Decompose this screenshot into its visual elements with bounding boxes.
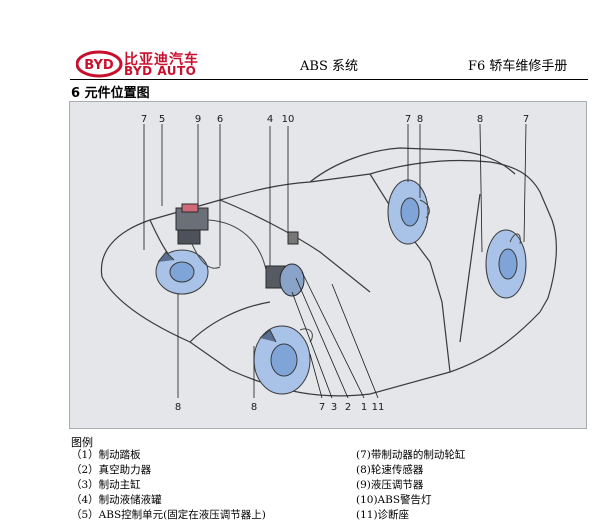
logo-text: BYD (84, 58, 114, 73)
legend-item: （2）真空助力器 (71, 464, 152, 476)
header-section-title: ABS 系统 (300, 59, 358, 74)
brand-name-cn: 比亚迪汽车 (124, 52, 199, 68)
callout-label: 7 (405, 114, 411, 125)
callout-label: 7 (141, 114, 147, 125)
header-divider (70, 79, 588, 80)
legend-item: (10)ABS警告灯 (356, 494, 432, 506)
header-manual-title: F6 轿车维修手册 (468, 59, 568, 74)
front-left-brake (155, 249, 209, 295)
legend-item: (9)液压调节器 (356, 479, 424, 491)
byd-logo: BYD (76, 50, 123, 78)
legend-item: （5）ABS控制单元(固定在液压调节器上) (71, 509, 266, 521)
callout-label: 8 (251, 402, 257, 413)
callout-label: 7 (523, 114, 529, 125)
callout-label: 1 (361, 402, 367, 413)
car-illustration: 7 5 9 6 4 10 7 8 8 7 8 8 7 3 2 1 11 (100, 114, 557, 413)
legend-item: (11)诊断座 (356, 509, 410, 521)
callout-label: 11 (372, 402, 385, 413)
legend-item: (8)轮速传感器 (356, 464, 424, 476)
callout-label: 6 (217, 114, 223, 125)
component-location-figure: 7 5 9 6 4 10 7 8 8 7 8 8 7 3 2 1 11 (69, 101, 587, 429)
callout-label: 7 (319, 402, 325, 413)
legend-item: (7)带制动器的制动轮缸 (356, 449, 466, 461)
callout-label: 5 (159, 114, 165, 125)
rear-left-brake-top (387, 179, 429, 245)
legend-item: （3）制动主缸 (71, 479, 141, 491)
page-header: BYD 比亚迪汽车 BYD AUTO ABS 系统 F6 轿车维修手册 (0, 0, 605, 82)
rear-right-brake (485, 229, 527, 299)
abs-hydraulic-unit (175, 203, 209, 245)
callout-label: 9 (195, 114, 201, 125)
front-right-brake (253, 325, 311, 395)
brand-name-en: BYD AUTO (124, 64, 197, 78)
brake-booster (265, 231, 305, 297)
callout-label: 8 (477, 114, 483, 125)
legend-item: （4）制动液储液罐 (71, 494, 162, 506)
callout-label: 3 (331, 402, 337, 413)
legend-title: 图例 (71, 436, 93, 449)
callout-label: 4 (267, 114, 273, 125)
section-title: 6 元件位置图 (71, 86, 150, 101)
callout-label: 10 (282, 114, 295, 125)
callout-label: 8 (175, 402, 181, 413)
callout-label: 2 (345, 402, 351, 413)
callout-label: 8 (417, 114, 423, 125)
legend-item: （1）制动踏板 (71, 449, 141, 461)
